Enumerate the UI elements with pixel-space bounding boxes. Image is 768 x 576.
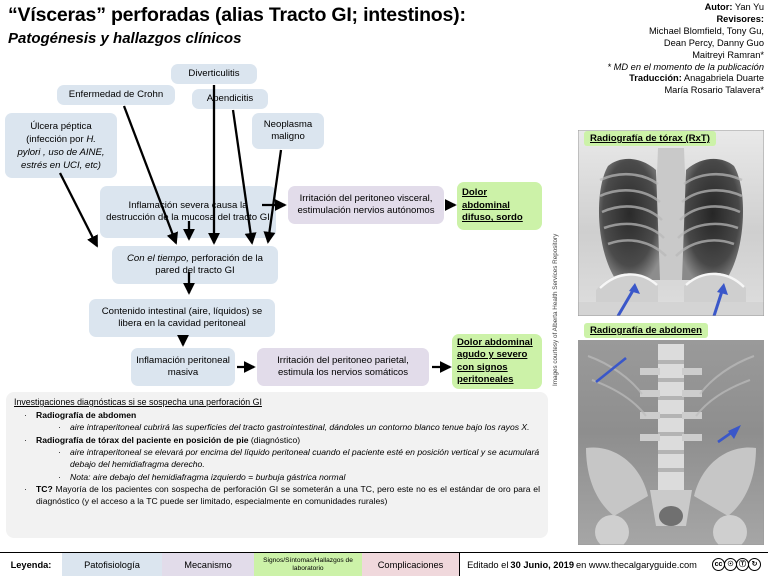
flow-box-apendicitis[interactable]: Apendicitis <box>192 89 268 109</box>
legend-item-signs: Signos/Síntomas/Hallazgos de laboratorio <box>254 553 362 576</box>
reviewers-line-1: Michael Blomfield, Tony Gu, <box>648 25 764 36</box>
author-name: Yan Yu <box>734 2 764 12</box>
credits-footnote: * MD en el momento de la publicación <box>607 61 764 72</box>
legend-label: Leyenda: <box>10 559 52 570</box>
page-title: “Vísceras” perforadas (alias Tracto GI; … <box>8 4 466 26</box>
investigations-title: Investigaciones diagnósticas si se sospe… <box>14 397 262 407</box>
flow-box-dolor-agudo-label: Dolor abdominal agudo y severo con signo… <box>457 336 533 385</box>
flow-box-perforacion-label: Con el tiempo, perforación de la pared d… <box>127 252 263 276</box>
edited-date: 30 Junio, 2019 <box>510 559 574 570</box>
chest-xray-image <box>578 130 764 316</box>
flow-box-crohn-label: Enfermedad de Crohn <box>68 88 164 100</box>
investigation-item: · Radiografía de tórax del paciente en p… <box>24 435 540 447</box>
bullet-icon: · <box>24 434 27 445</box>
flow-box-dolor-difuso[interactable]: Dolor abdominal difuso, sordo <box>457 182 542 230</box>
chest-xray-caption: Radiografía de tórax (RxT) <box>584 131 716 146</box>
investigation-subitem: · aire intraperitoneal cubrirá las super… <box>58 422 540 434</box>
investigation-heading: Radiografía de abdomen <box>36 409 137 420</box>
translator-1: Anagabriela Duarte <box>683 73 764 84</box>
legend-bar: Leyenda: Patofisiología Mecanismo Signos… <box>0 552 768 576</box>
flow-box-dolor-difuso-label: Dolor abdominal difuso, sordo <box>462 187 523 224</box>
flow-box-contenido-intestinal[interactable]: Contenido intestinal (aire, líquidos) se… <box>89 299 275 337</box>
flow-box-irritacion-parietal[interactable]: Irritación del peritoneo parietal, estim… <box>257 348 429 386</box>
edited-info: Editado el 30 Junio, 2019 en www.thecalg… <box>459 553 704 576</box>
flow-box-irritacion-parietal-label: Irritación del peritoneo parietal, estim… <box>277 354 409 378</box>
reviewers-line-2: Dean Percy, Danny Guo <box>663 37 764 48</box>
cc-circle-sa: ↻ <box>748 558 761 571</box>
investigations-panel: Investigaciones diagnósticas si se sospe… <box>6 392 548 538</box>
flow-box-irritacion-visceral[interactable]: Irritación del peritoneo visceral, estim… <box>288 186 444 224</box>
flow-box-apendicitis-label: Apendicitis <box>206 92 254 104</box>
bullet-icon: · <box>58 447 61 458</box>
bullet-icon: · <box>24 409 27 420</box>
credits-block: Autor: Yan Yu Revisores: Michael Blomfie… <box>574 2 764 97</box>
flow-box-inflamacion-severa-label: Inflamación severa causa la destrucción … <box>106 199 270 223</box>
translation-label: Traducción: <box>629 73 682 84</box>
investigation-ct-text: TC? Mayoría de los pacientes con sospech… <box>36 484 540 506</box>
bullet-icon: · <box>24 484 27 495</box>
investigation-item: · Radiografía de abdomen <box>24 410 540 422</box>
abdomen-xray-caption: Radiografía de abdomen <box>584 323 708 338</box>
investigation-heading: Radiografía de tórax del paciente en pos… <box>36 434 301 445</box>
abdomen-xray-image <box>578 340 764 545</box>
cc-license-icon[interactable]: cc ☉ Ⓣ ↻ <box>704 553 768 576</box>
flow-box-crohn[interactable]: Enfermedad de Crohn <box>57 85 175 105</box>
edited-prefix: Editado el <box>467 559 509 570</box>
flow-box-inflamacion-masiva-label: Inflamación peritoneal masiva <box>136 354 230 378</box>
flow-box-irritacion-visceral-label: Irritación del peritoneo visceral, estim… <box>297 192 435 216</box>
author-label: Autor: <box>704 2 733 12</box>
investigation-subitem: · aire intraperitoneal se elevará por en… <box>58 447 540 470</box>
flow-box-neoplasma-label: Neoplasma maligno <box>263 118 313 142</box>
investigation-subitem-text: aire intraperitoneal cubrirá las superfi… <box>70 422 530 433</box>
legend-item-pathophysiology: Patofisiología <box>62 553 162 576</box>
legend-item-mechanism: Mecanismo <box>162 553 254 576</box>
flow-box-inflamacion-masiva[interactable]: Inflamación peritoneal masiva <box>131 348 235 386</box>
flow-box-perforacion[interactable]: Con el tiempo, perforación de la pared d… <box>112 246 278 284</box>
flow-box-inflamacion-severa[interactable]: Inflamación severa causa la destrucción … <box>100 186 276 238</box>
flow-box-neoplasma[interactable]: Neoplasma maligno <box>252 113 324 149</box>
investigation-subitem-text: Nota: aire debajo del hemidiafragma izqu… <box>70 471 346 482</box>
reviewers-label: Revisores: <box>716 13 764 24</box>
page-subtitle: Patogénesis y hallazgos clínicos <box>8 30 242 47</box>
flow-box-contenido-intestinal-label: Contenido intestinal (aire, líquidos) se… <box>101 305 263 329</box>
flow-box-dolor-agudo[interactable]: Dolor abdominal agudo y severo con signo… <box>452 334 542 389</box>
flow-box-diverticulitis-label: Diverticulitis <box>188 67 240 79</box>
edited-suffix: en www.thecalgaryguide.com <box>575 559 697 570</box>
investigation-subitem-text: aire intraperitoneal se elevará por enci… <box>70 447 540 469</box>
translation-line: Traducción: Anagabriela Duarte <box>574 73 764 85</box>
cc-circle-nc: Ⓣ <box>736 558 749 571</box>
bullet-icon: · <box>58 422 61 433</box>
investigation-item-ct: · TC? Mayoría de los pacientes con sospe… <box>24 484 540 507</box>
image-credit-vertical: Images courtesy of Alberta Health Servic… <box>552 233 559 386</box>
translator-2: María Rosario Talavera* <box>664 85 764 96</box>
author-line: Autor: Yan Yu <box>574 2 764 14</box>
legend-item-complications: Complicaciones <box>362 553 459 576</box>
flow-box-ulcera-peptica[interactable]: Úlcera péptica (infección por H. pylori … <box>5 113 117 178</box>
bullet-icon: · <box>58 471 61 482</box>
investigation-subitem: · Nota: aire debajo del hemidiafragma iz… <box>58 472 540 484</box>
flow-box-diverticulitis[interactable]: Diverticulitis <box>171 64 257 84</box>
reviewers-line-3: Maitreyi Ramran* <box>692 49 764 60</box>
flow-box-ulcera-peptica-label: Úlcera péptica (infección por H. pylori … <box>17 120 105 171</box>
